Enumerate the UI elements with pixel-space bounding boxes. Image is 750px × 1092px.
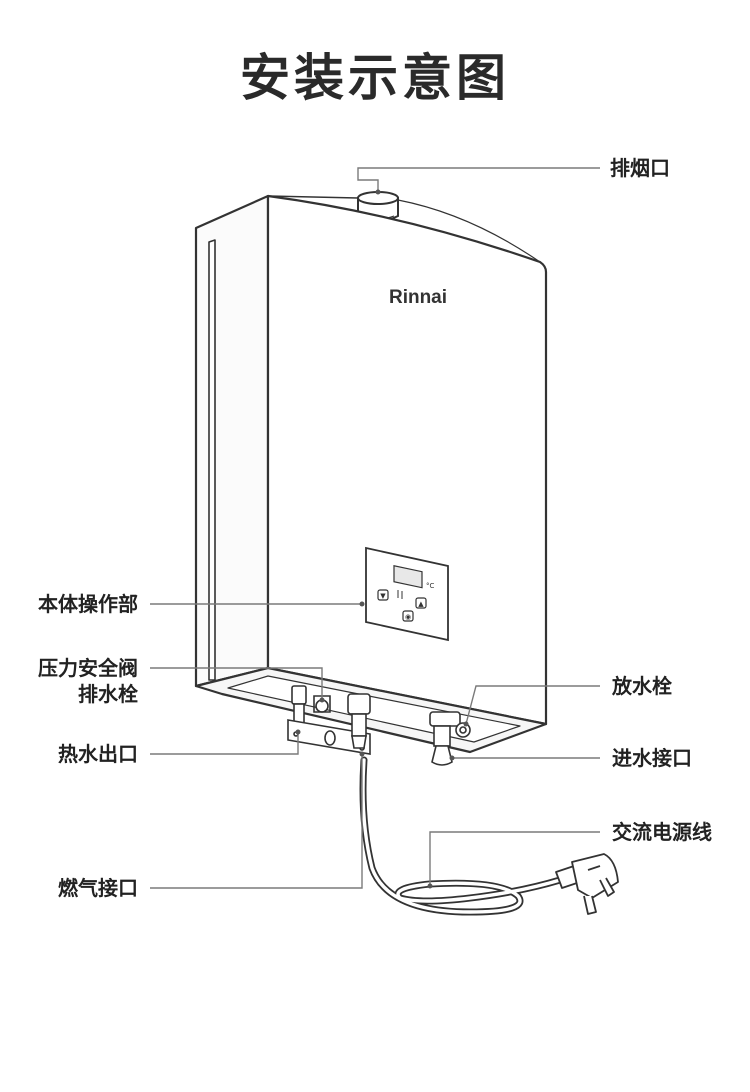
leader-exhaust <box>357 167 600 192</box>
power-cord <box>359 756 564 916</box>
leader-drain-plug <box>465 685 600 725</box>
heater-body <box>194 194 548 754</box>
water-inlet-fitting <box>431 725 453 766</box>
leader-power-cord <box>429 831 600 886</box>
label-exhaust: 排烟口 <box>610 156 670 180</box>
temp-unit-label: °C <box>426 582 435 590</box>
leader-lines <box>150 167 600 889</box>
relief-valve-fitting <box>313 695 331 713</box>
label-power-cord: 交流电源线 <box>612 820 712 844</box>
button-down[interactable]: ▼ <box>377 589 389 601</box>
leader-hot-water <box>150 732 299 755</box>
button-up[interactable]: ▲ <box>415 597 427 609</box>
label-water-inlet: 进水接口 <box>612 746 692 770</box>
page-title: 安装示意图 <box>240 49 510 107</box>
button-power[interactable]: ◉ <box>402 610 414 622</box>
label-drain-plug: 放水栓 <box>612 674 672 698</box>
panel-indicator <box>397 590 403 599</box>
gas-inlet-fitting <box>347 693 371 749</box>
label-hot-water-outlet: 热水出口 <box>58 742 138 766</box>
power-plug <box>555 853 619 915</box>
svg-text:▼: ▼ <box>380 592 386 600</box>
brand-logo: Rinnai <box>389 287 447 308</box>
label-gas-inlet: 燃气接口 <box>58 876 138 900</box>
leader-gas-inlet <box>150 754 363 889</box>
leader-dots <box>295 189 469 889</box>
label-control-panel: 本体操作部 <box>38 592 138 616</box>
leader-relief-valve <box>150 667 323 700</box>
control-panel: °C <box>365 546 449 642</box>
label-relief-valve-line2: 排水栓 <box>78 682 138 706</box>
mounting-bracket <box>287 719 371 755</box>
display-screen <box>393 565 423 589</box>
svg-text:◉: ◉ <box>405 613 411 621</box>
label-relief-valve-line1: 压力安全阀 <box>38 656 138 680</box>
svg-text:▲: ▲ <box>418 600 424 608</box>
